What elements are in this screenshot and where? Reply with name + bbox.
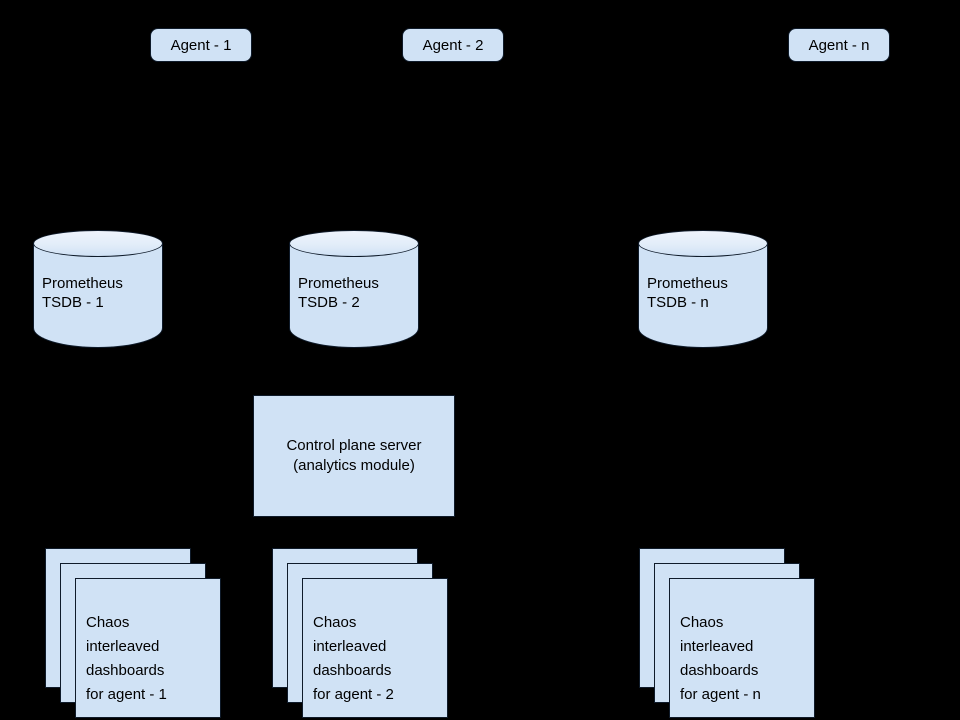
- agent-label-n: Agent - n: [808, 36, 870, 54]
- dashboard-stack-agent-2[interactable]: Chaos interleaved dashboards for agent -…: [272, 548, 448, 718]
- edge-tsdbn-to-control-plane: [359, 348, 704, 393]
- cylinder-top-ellipse: [638, 230, 768, 257]
- edge-agent2-to-tsdb2: [349, 63, 453, 228]
- database-label-tsdb-n: Prometheus TSDB - n: [647, 275, 728, 311]
- dashboard-sheet-front: [75, 578, 221, 718]
- dashboard-stack-agent-1[interactable]: Chaos interleaved dashboards for agent -…: [45, 548, 221, 718]
- database-node-tsdb-n[interactable]: Prometheus TSDB - n: [638, 230, 768, 348]
- control-plane-server-label: Control plane server (analytics module): [286, 437, 422, 474]
- database-node-tsdb-2[interactable]: Prometheus TSDB - 2: [289, 230, 419, 348]
- cylinder-body: [33, 243, 163, 348]
- cylinder-top-ellipse: [289, 230, 419, 257]
- agent-label-2: Agent - 2: [422, 36, 484, 54]
- edge-agentn-to-tsdbn: [698, 63, 839, 228]
- agent-node-n[interactable]: Agent - n: [788, 28, 890, 62]
- edge-agent1-to-tsdb1: [93, 63, 199, 228]
- cylinder-body: [638, 243, 768, 348]
- agent-label-1: Agent - 1: [170, 36, 232, 54]
- database-label-tsdb-2: Prometheus TSDB - 2: [298, 275, 379, 311]
- dashboard-label-agent-1: Chaos interleaved dashboards for agent -…: [86, 614, 167, 703]
- cylinder-top-ellipse: [33, 230, 163, 257]
- database-node-tsdb-1[interactable]: Prometheus TSDB - 1: [33, 230, 163, 348]
- agent-node-2[interactable]: Agent - 2: [402, 28, 504, 62]
- cylinder-body: [289, 243, 419, 348]
- dashboard-label-agent-2: Chaos interleaved dashboards for agent -…: [313, 614, 394, 703]
- control-plane-server-node[interactable]: Control plane server (analytics module): [253, 395, 455, 517]
- database-label-tsdb-1: Prometheus TSDB - 1: [42, 275, 123, 311]
- agent-node-1[interactable]: Agent - 1: [150, 28, 252, 62]
- edge-tsdb1-to-control-plane: [97, 348, 349, 393]
- dashboard-label-agent-n: Chaos interleaved dashboards for agent -…: [680, 614, 761, 703]
- dashboard-stack-agent-n[interactable]: Chaos interleaved dashboards for agent -…: [639, 548, 815, 718]
- dashboard-sheet-front: [669, 578, 815, 718]
- dashboard-sheet-front: [302, 578, 448, 718]
